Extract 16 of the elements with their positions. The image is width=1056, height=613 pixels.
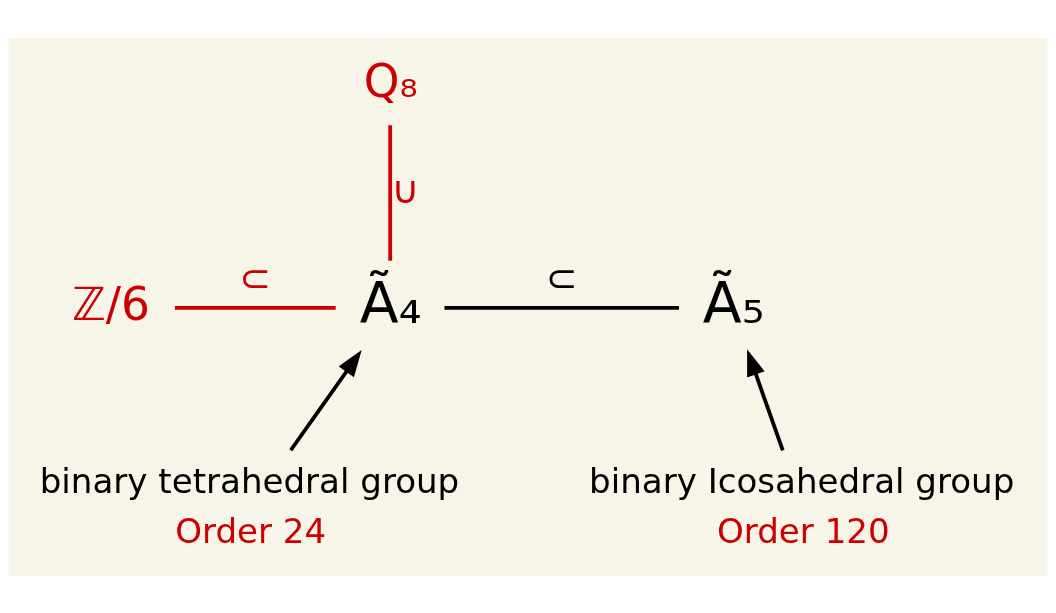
node-text: Q₈ — [363, 54, 418, 108]
node-text: Ã₄ — [359, 269, 422, 336]
node-text: Ã₅ — [702, 269, 765, 336]
node-text: binary tetrahedral group — [39, 460, 460, 501]
edge-label: ⊂ — [239, 255, 272, 300]
arrow — [289, 349, 362, 451]
edge-label: ⊂ — [545, 255, 578, 300]
edge-label: ∪ — [391, 167, 420, 212]
connector — [174, 305, 336, 310]
connector — [388, 124, 393, 261]
node-label: Order 120 — [716, 510, 890, 551]
node-text: ℤ/6 — [71, 277, 151, 331]
node-label: Order 24 — [175, 510, 327, 551]
connector — [444, 305, 679, 310]
arrow — [747, 348, 785, 451]
node-text: binary Icosahedral group — [589, 460, 1015, 501]
